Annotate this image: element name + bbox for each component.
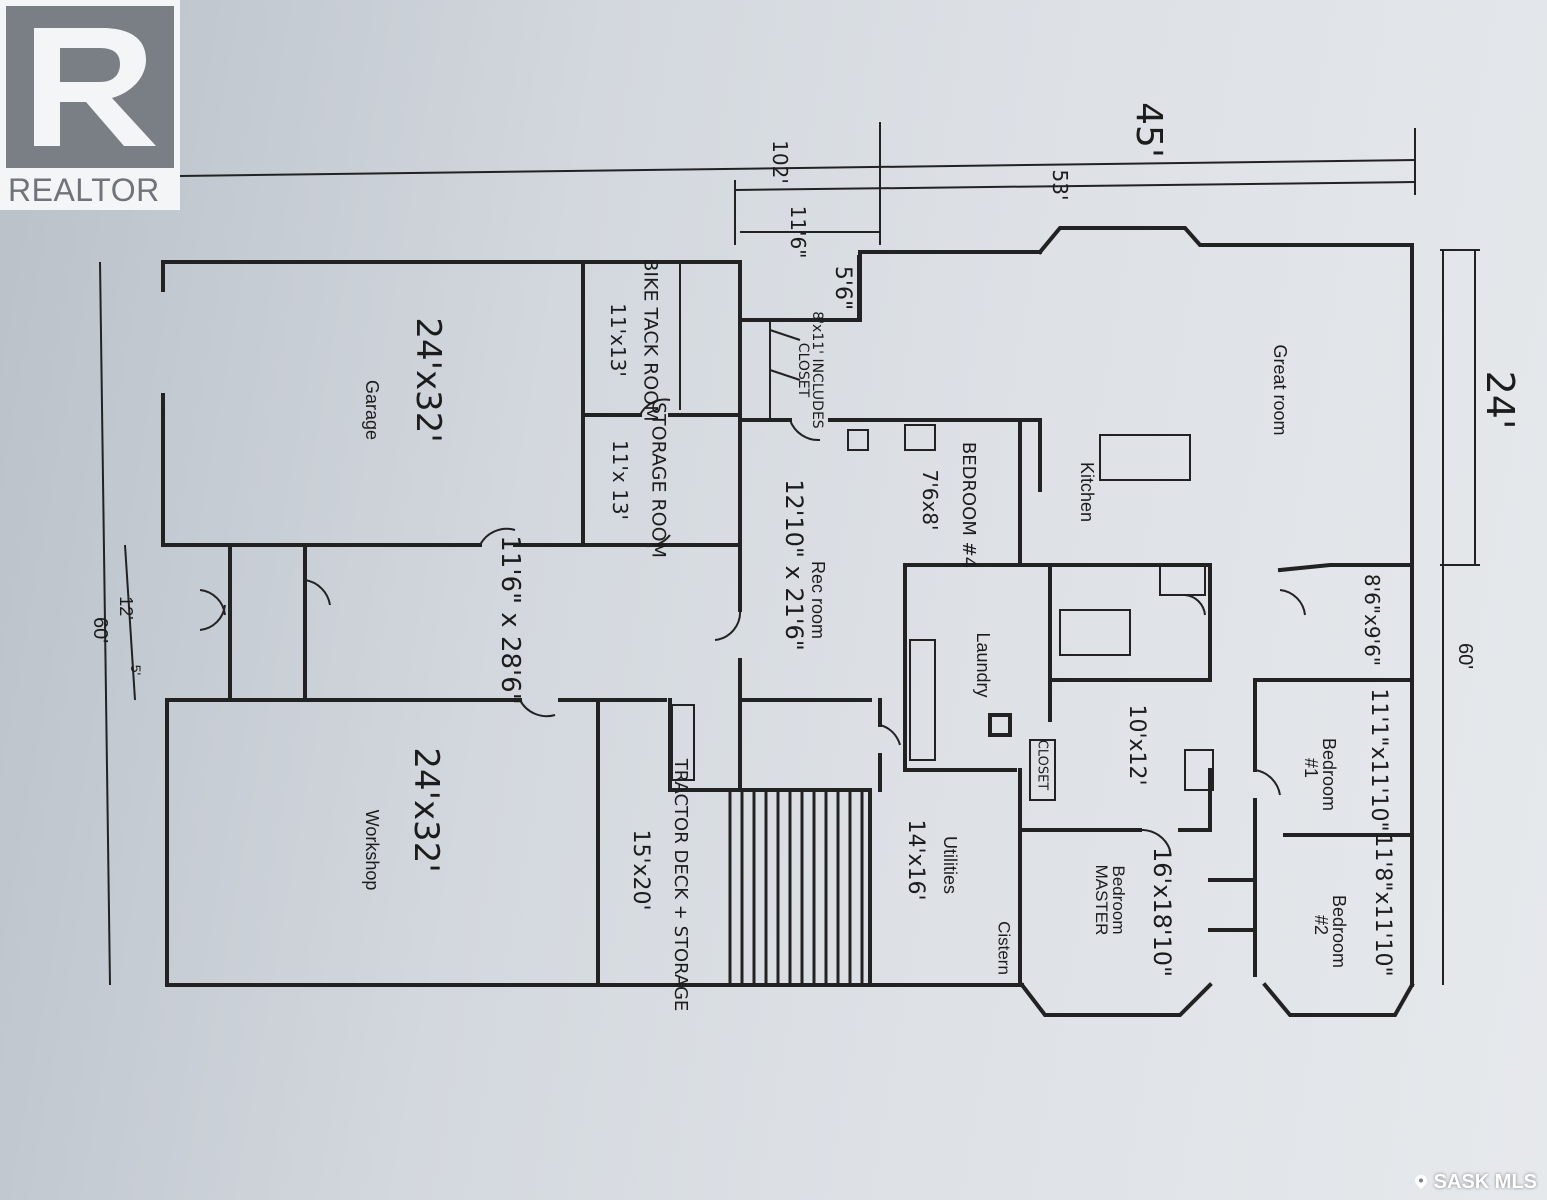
door-swings xyxy=(199,398,1306,851)
bike-tack-size: 11'x13' xyxy=(606,303,630,377)
dimension-12: 12' xyxy=(116,596,136,620)
kitchen-label: Kitchen xyxy=(1077,461,1097,523)
entry-closet-size: 8'x11' INCLUDES CLOSET xyxy=(795,311,825,429)
garage-size: 24'x32' xyxy=(408,317,448,443)
mls-wordmark: SASK MLS xyxy=(1433,1171,1537,1193)
map-pin-icon xyxy=(1414,1173,1428,1189)
bedroom-1-label: Bedroom #1 xyxy=(1301,738,1339,812)
cistern-label: Cistern xyxy=(994,921,1014,975)
master-bedroom-size: 16'x18'10" xyxy=(1148,846,1176,978)
bedroom-1-size: 11'1"x11'10" xyxy=(1366,688,1391,832)
dimension-53: 53' xyxy=(1048,169,1072,201)
mls-logo: SASK MLS xyxy=(1414,1171,1537,1194)
great-room-label: Great room xyxy=(1270,344,1290,436)
dimension-5-6: 5'6" xyxy=(830,265,855,311)
floor-plan-walls xyxy=(161,226,1415,1017)
bedroom-4-label: BEDROOM #4 xyxy=(958,441,979,569)
rec-room-size: 12'10" x 21'6" xyxy=(780,479,808,651)
dimension-45: 45' xyxy=(1128,102,1169,158)
bike-tack-label: BIKE TACK ROOM xyxy=(639,258,662,422)
storage-room-label: STORAGE ROOM xyxy=(647,402,670,558)
laundry-label: Laundry xyxy=(973,632,993,698)
dimension-60-right: 60' xyxy=(1454,642,1476,670)
fixtures xyxy=(671,262,1214,801)
garage-label: Garage xyxy=(362,379,382,441)
dimension-lines xyxy=(99,122,1480,986)
small-room-size: 8'6"x9'6" xyxy=(1360,573,1384,667)
utilities-size: 14'x16' xyxy=(903,819,928,901)
bath-size: 10'x12' xyxy=(1124,704,1149,786)
realtor-r-icon xyxy=(6,6,174,168)
utilities-label: Utilities xyxy=(940,835,960,895)
dimension-5: 5' xyxy=(128,664,144,676)
tractor-deck-label: TRACTOR DECK + STORAGE xyxy=(670,758,691,1012)
workshop-label: Workshop xyxy=(362,809,382,891)
storage-room-size: 11'x 13' xyxy=(608,439,632,521)
realtor-wordmark: REALTOR xyxy=(8,172,160,208)
dimension-11-6: 11'6" xyxy=(786,205,810,259)
closet-label: CLOSET xyxy=(1034,739,1050,791)
bedroom-2-size: 11'8"x11'10" xyxy=(1370,833,1395,977)
dimension-60-left: 60' xyxy=(89,616,111,644)
hall-size: 11'6" x 28'6" xyxy=(495,535,525,705)
dimension-102: 102' xyxy=(768,140,792,184)
dimension-24: 24' xyxy=(1478,370,1522,430)
bedroom-2-label: Bedroom #2 xyxy=(1311,895,1349,969)
master-bedroom-label: Bedroom MASTER xyxy=(1092,864,1128,936)
tractor-deck-size: 15'x20' xyxy=(628,829,653,911)
rec-room-label: Rec room xyxy=(808,560,828,640)
realtor-logo: REALTOR xyxy=(0,0,180,210)
stairs xyxy=(728,790,864,985)
workshop-size: 24'x32' xyxy=(406,747,446,873)
bedroom-4-size: 7'6x8' xyxy=(918,469,942,531)
